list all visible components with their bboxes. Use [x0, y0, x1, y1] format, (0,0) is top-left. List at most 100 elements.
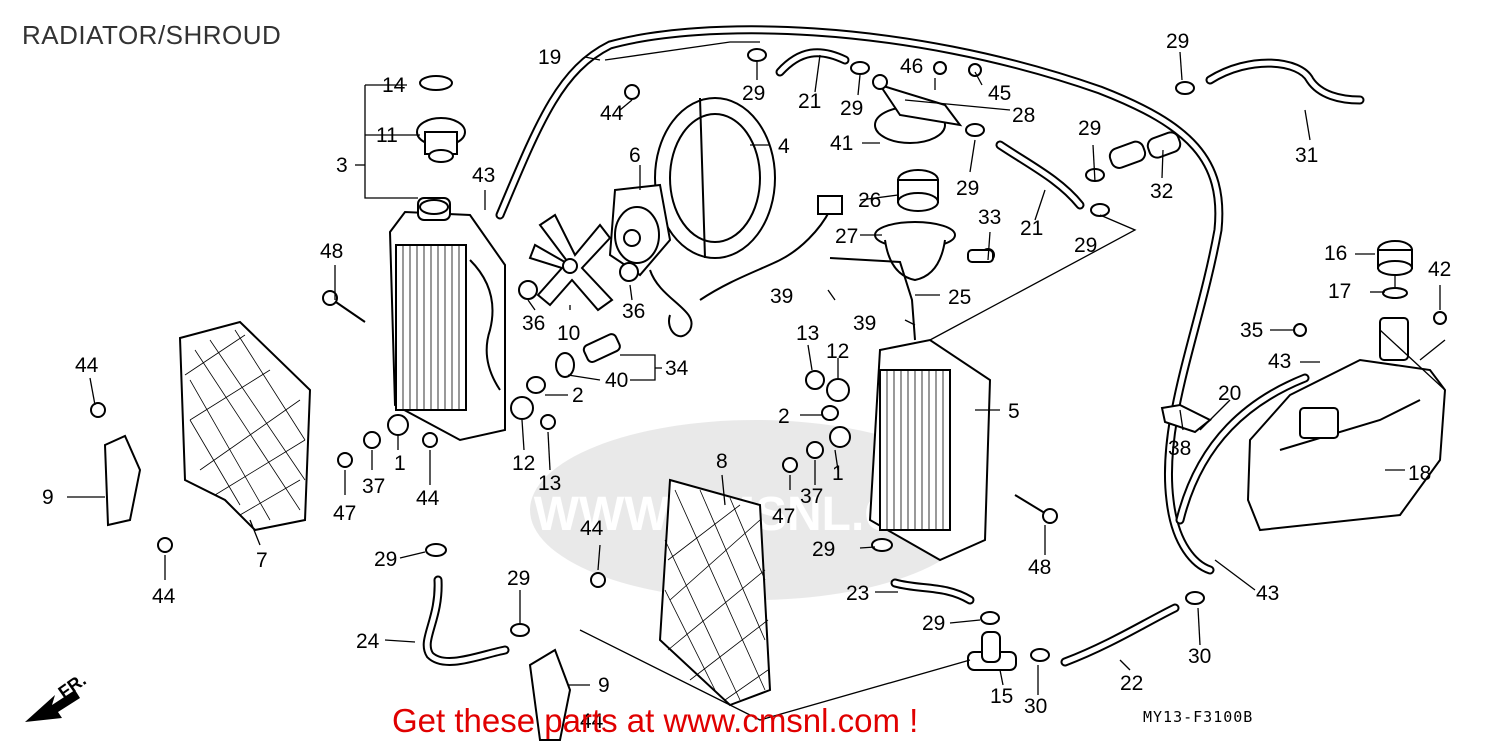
label-23: 23: [846, 582, 869, 605]
label-16: 16: [1324, 242, 1347, 265]
diagram-code: MY13-F3100B: [1143, 708, 1254, 726]
label-44-b: 44: [152, 585, 176, 608]
label-36-a: 36: [522, 312, 545, 335]
thermostat-26[interactable]: [897, 169, 939, 212]
thermostat-case-27[interactable]: [874, 221, 956, 282]
label-29-f: 29: [1166, 30, 1189, 53]
label-12-b: 12: [826, 340, 849, 363]
hose-24[interactable]: [422, 575, 510, 666]
label-11: 11: [376, 124, 398, 147]
label-29-j: 29: [507, 567, 530, 590]
label-48-b: 48: [1028, 556, 1051, 579]
label-4: 4: [778, 135, 790, 158]
right-radiator-5[interactable]: [868, 338, 992, 562]
label-43-a: 43: [472, 164, 495, 187]
bracket-9-lower[interactable]: [528, 648, 572, 741]
hose-23[interactable]: [890, 578, 975, 605]
joint-15[interactable]: [967, 631, 1017, 671]
label-18: 18: [1408, 462, 1431, 485]
label-12-a: 12: [512, 452, 535, 475]
leader-lines: [67, 41, 1446, 721]
radiator-cap-11[interactable]: [416, 117, 466, 163]
label-2-a: 2: [572, 384, 584, 407]
label-43-c: 43: [1268, 350, 1291, 373]
label-31: 31: [1295, 144, 1318, 167]
label-29-a: 29: [742, 82, 765, 105]
label-13-a: 13: [538, 472, 561, 495]
label-24: 24: [356, 630, 380, 653]
label-36-b: 36: [622, 300, 645, 323]
switch-33[interactable]: [967, 249, 994, 263]
clip-38[interactable]: [1160, 403, 1212, 434]
label-5: 5: [1008, 400, 1020, 423]
hose-21-right[interactable]: [995, 140, 1085, 210]
thermostat-housing-41[interactable]: [872, 74, 963, 144]
label-42: 42: [1428, 258, 1451, 281]
label-35: 35: [1240, 319, 1263, 342]
hose-clamps-29[interactable]: [425, 48, 1205, 662]
label-45: 45: [988, 82, 1011, 105]
tank-hose-20[interactable]: [1175, 373, 1310, 525]
label-6: 6: [629, 144, 641, 167]
hose-31[interactable]: [1205, 58, 1365, 105]
hose-22[interactable]: [1060, 603, 1180, 667]
left-radiator-3[interactable]: [388, 197, 506, 442]
label-13-b: 13: [796, 322, 819, 345]
label-27: 27: [835, 225, 858, 248]
bracket-9-left[interactable]: [103, 434, 142, 527]
label-44-f: 44: [580, 710, 604, 733]
bolts[interactable]: [90, 61, 1447, 588]
left-grille-7[interactable]: [178, 320, 312, 532]
label-39-b: 39: [853, 312, 876, 335]
label-47-b: 47: [772, 505, 795, 528]
label-17: 17: [1328, 280, 1351, 303]
promo-link-text[interactable]: Get these parts at www.cmsnl.com !: [392, 702, 919, 739]
label-21-a: 21: [798, 90, 821, 113]
fan-shroud-4[interactable]: [654, 97, 776, 259]
hose-25[interactable]: [829, 257, 916, 341]
diagram-title: RADIATOR/SHROUD: [22, 20, 282, 50]
hose-21-upper[interactable]: [775, 48, 850, 77]
fan-motor-6[interactable]: [608, 183, 672, 277]
label-2-b: 2: [778, 405, 790, 428]
o-ring-14[interactable]: [419, 75, 453, 91]
front-direction-arrow: [25, 690, 80, 722]
label-21-b: 21: [1020, 217, 1043, 240]
temp-sensor-34[interactable]: [555, 332, 622, 378]
part-labels: 14 11 3 43 48 44 9 44 7 47 37 1 44 13 12…: [42, 30, 1451, 733]
label-48-a: 48: [320, 240, 343, 263]
label-22: 22: [1120, 672, 1143, 695]
label-46: 46: [900, 55, 923, 78]
overflow-hose-19[interactable]: [495, 25, 1224, 575]
joint-32[interactable]: [1108, 130, 1183, 170]
right-grille-8[interactable]: [658, 478, 772, 707]
fan-blade-10[interactable]: [528, 213, 614, 312]
tank-cap-16[interactable]: [1377, 240, 1413, 276]
label-47-a: 47: [333, 502, 356, 525]
label-37-a: 37: [362, 475, 385, 498]
label-9-a: 9: [42, 486, 54, 509]
label-44-a: 44: [75, 354, 99, 377]
seal-17[interactable]: [1382, 287, 1408, 299]
fan-wiring: [649, 209, 831, 338]
connector[interactable]: [817, 195, 843, 215]
label-41: 41: [830, 132, 853, 155]
label-30-b: 30: [1188, 645, 1211, 668]
label-30-a: 30: [1024, 695, 1047, 718]
label-34: 34: [665, 357, 689, 380]
label-8: 8: [716, 450, 728, 473]
label-9-b: 9: [598, 674, 610, 697]
label-38: 38: [1168, 437, 1191, 460]
label-40: 40: [605, 369, 628, 392]
label-26: 26: [858, 189, 881, 212]
label-15: 15: [990, 685, 1013, 708]
label-44-c: 44: [416, 487, 440, 510]
label-19: 19: [538, 46, 561, 69]
label-7: 7: [256, 549, 268, 572]
label-37-b: 37: [800, 485, 823, 508]
label-33: 33: [978, 206, 1001, 229]
label-29-c: 29: [956, 177, 979, 200]
label-29-d: 29: [1078, 117, 1101, 140]
label-14: 14: [382, 74, 406, 97]
label-29-b: 29: [840, 97, 863, 120]
